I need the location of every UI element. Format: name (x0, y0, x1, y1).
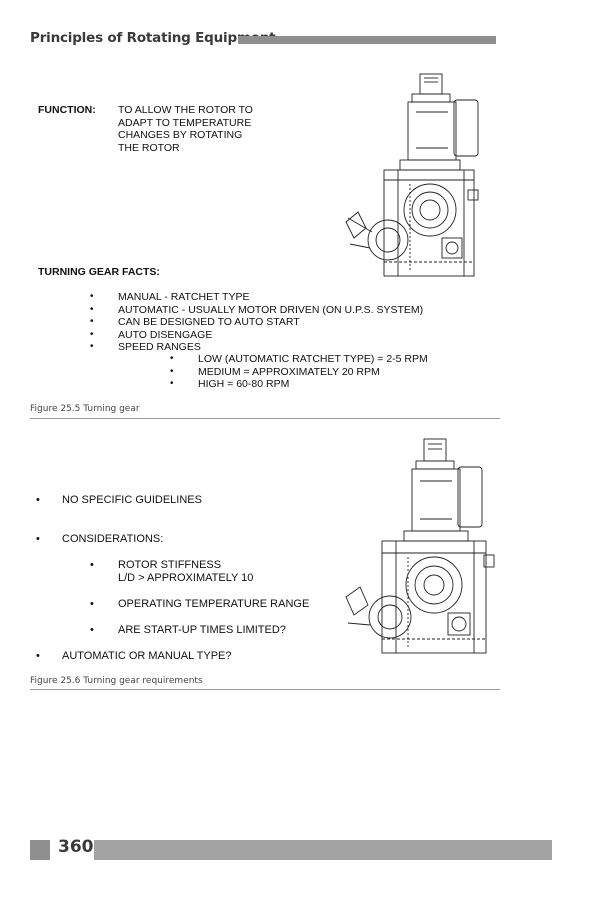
requirement-item: NO SPECIFIC GUIDELINES (62, 494, 202, 506)
list-item: •MEDIUM = APPROXIMATELY 20 RPM (170, 365, 380, 378)
figure-caption: Figure 25.6 Turning gear requirements (30, 676, 203, 686)
figure-caption: Figure 25.5 Turning gear (30, 404, 140, 414)
bullet-icon: • (90, 341, 94, 352)
caption-rule (30, 689, 500, 690)
list-item: •CAN BE DESIGNED TO AUTO START (90, 316, 300, 328)
requirement-item: AUTOMATIC OR MANUAL TYPE? (62, 650, 232, 662)
list-item: •AUTO DISENGAGE (90, 328, 213, 341)
bullet-icon: • (90, 303, 94, 315)
caption-rule (30, 418, 500, 419)
bullet-icon: • (36, 533, 40, 545)
bullet-icon: • (170, 365, 174, 377)
consideration-item-detail: L/D > APPROXIMATELY 10 (118, 572, 254, 584)
list-item: •SPEED RANGES (90, 341, 201, 353)
footer-bar (94, 840, 552, 860)
consideration-item: ROTOR STIFFNESS (118, 559, 222, 571)
function-text: TO ALLOW THE ROTOR TO ADAPT TO TEMPERATU… (118, 104, 288, 154)
consideration-item: ARE START-UP TIMES LIMITED? (118, 624, 286, 636)
bullet-icon: • (90, 291, 94, 302)
running-head-title: Principles of Rotating Equipment (30, 30, 276, 46)
facts-heading: TURNING GEAR FACTS: (38, 266, 160, 278)
requirement-item: CONSIDERATIONS: (62, 533, 164, 545)
bullet-icon: • (170, 353, 174, 364)
function-line: THE ROTOR (118, 141, 180, 154)
header-bar (238, 36, 496, 44)
bullet-icon: • (90, 598, 94, 610)
bullet-icon: • (90, 624, 94, 636)
function-label: FUNCTION: (38, 104, 96, 116)
bullet-icon: • (36, 650, 40, 662)
turning-gear-drawing-icon (345, 438, 495, 654)
function-line: ADAPT TO TEMPERATURE (118, 116, 252, 129)
bullet-icon: • (90, 559, 94, 571)
consideration-item: OPERATING TEMPERATURE RANGE (118, 598, 310, 610)
bullet-icon: • (90, 316, 94, 327)
function-line: TO ALLOW THE ROTOR TO (118, 104, 253, 116)
turning-gear-drawing-icon (345, 73, 479, 277)
footer-box (30, 840, 50, 860)
page-number: 360 (58, 837, 94, 857)
list-item: •HIGH = 60-80 RPM (170, 378, 290, 390)
function-line: CHANGES BY ROTATING (118, 129, 243, 141)
list-item: •LOW (AUTOMATIC RATCHET TYPE) = 2-5 RPM (170, 353, 428, 365)
bullet-icon: • (90, 328, 94, 340)
list-item: •AUTOMATIC - USUALLY MOTOR DRIVEN (ON U.… (90, 303, 424, 316)
bullet-icon: • (170, 378, 174, 389)
speed-ranges-list: •LOW (AUTOMATIC RATCHET TYPE) = 2-5 RPM … (170, 353, 428, 391)
bullet-icon: • (36, 494, 40, 506)
facts-list: •MANUAL - RATCHET TYPE •AUTOMATIC - USUA… (90, 291, 424, 354)
list-item: •MANUAL - RATCHET TYPE (90, 291, 250, 303)
